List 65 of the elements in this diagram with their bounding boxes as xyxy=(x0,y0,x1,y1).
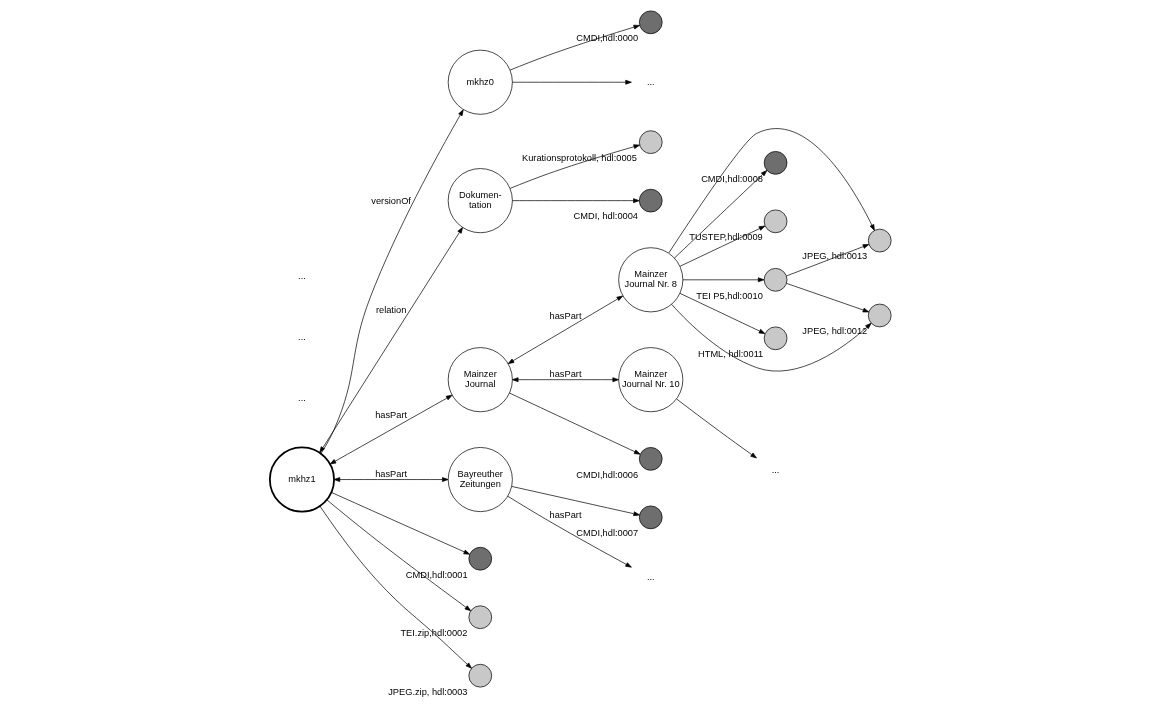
node-label: TUSTEP,hdl:0009 xyxy=(689,232,763,243)
node-circle xyxy=(639,10,663,35)
node-label: CMDI, hdl:0004 xyxy=(573,211,639,222)
node-circle xyxy=(763,268,788,292)
node-text: ... xyxy=(771,465,780,476)
node-circle xyxy=(639,447,663,471)
node-circle xyxy=(639,188,663,213)
node-circle xyxy=(639,130,663,154)
arrow xyxy=(509,144,640,189)
node-label: HTML, hdl:0011 xyxy=(698,349,764,360)
edge-label: hasPart xyxy=(375,468,408,479)
edge-label: hasPart xyxy=(549,510,582,521)
arrow xyxy=(326,499,472,612)
arrow xyxy=(674,170,768,259)
edge-label: hasPart xyxy=(549,310,582,321)
arrow xyxy=(319,505,472,669)
arrow xyxy=(676,398,757,459)
edge-label: versionOf xyxy=(371,196,411,207)
label: ... xyxy=(298,393,306,404)
edge-label: relation xyxy=(375,304,407,315)
node-circle xyxy=(468,546,493,571)
node-circle xyxy=(639,505,663,530)
node-circle xyxy=(763,326,788,351)
arrow xyxy=(509,392,641,455)
node-label: TEI P5,hdl:0010 xyxy=(696,290,763,301)
arrow xyxy=(512,79,632,85)
label: ... xyxy=(298,332,306,343)
arrow xyxy=(319,227,463,453)
arrow xyxy=(331,492,470,555)
node-label: JPEG, hdl:0012 xyxy=(802,326,868,337)
arrow xyxy=(511,486,640,517)
node-text: ... xyxy=(646,76,655,87)
arrow xyxy=(512,377,619,383)
arrow xyxy=(786,283,870,313)
arrow xyxy=(507,495,632,568)
arrow xyxy=(668,128,875,254)
node-text: ... xyxy=(646,571,655,582)
node-circle: Mainzer Journal Nr. 10 xyxy=(618,347,684,413)
arrow xyxy=(786,244,870,277)
node-circle xyxy=(763,209,788,234)
edge-label: hasPart xyxy=(549,369,582,380)
node-label: CMDI,hdl:0006 xyxy=(576,469,639,480)
node-label: JPEG.zip, hdl:0003 xyxy=(388,686,468,697)
node-label: Kurationsprotokoll, hdl:0005 xyxy=(521,152,637,163)
node-circle xyxy=(468,605,493,629)
arrow xyxy=(333,477,449,482)
arrow xyxy=(679,225,766,267)
label: ... xyxy=(298,270,306,281)
node-circle xyxy=(468,663,493,688)
arrow xyxy=(509,24,640,71)
node-label: CMDI,hdl:0007 xyxy=(576,528,639,539)
arrow xyxy=(671,304,872,372)
arrow xyxy=(679,293,766,334)
node-circle xyxy=(867,228,892,253)
arrow xyxy=(320,109,464,454)
node-circle xyxy=(763,151,788,175)
arrow xyxy=(682,277,765,283)
edge-label: hasPart xyxy=(375,410,408,421)
node-label: CMDI,hdl:0008 xyxy=(701,173,763,184)
arrow xyxy=(329,394,453,465)
node-label: TEI.zip,hdl:0002 xyxy=(400,628,468,639)
node-label: CMDI,hdl:0001 xyxy=(405,569,468,580)
arrow xyxy=(512,198,640,203)
arrow xyxy=(507,295,624,364)
node-circle: Bayreuther Zeitungen xyxy=(447,447,513,512)
